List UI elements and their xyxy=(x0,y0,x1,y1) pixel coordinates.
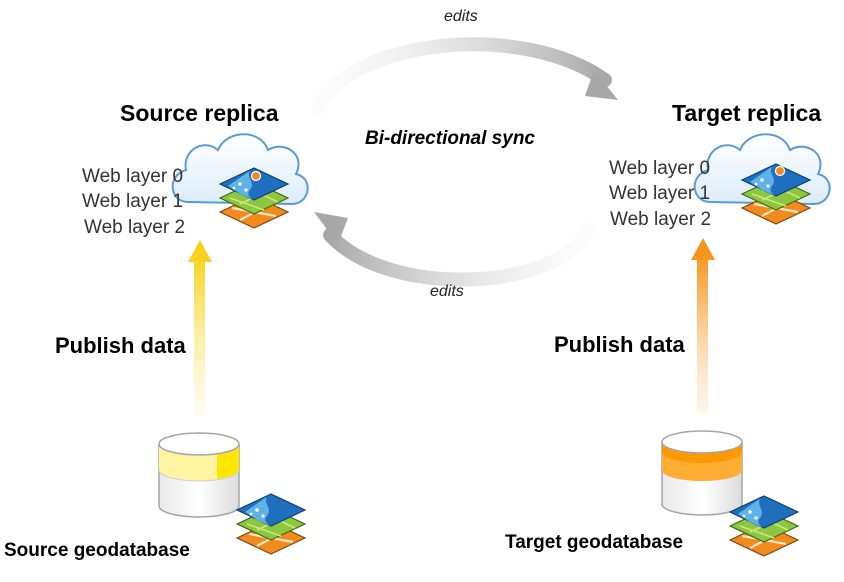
arrowhead-left-icon xyxy=(314,212,348,244)
source-geodatabase-label: Source geodatabase xyxy=(4,540,190,561)
target-map-layer-stack-icon xyxy=(740,162,812,226)
target-database-icon xyxy=(661,430,800,558)
target-replica-title: Target replica xyxy=(672,100,822,126)
source-publish-arrow xyxy=(188,240,212,416)
edits-label-top: edits xyxy=(444,8,478,25)
target-geodatabase-label: Target geodatabase xyxy=(505,532,684,553)
source-cloud-icon xyxy=(171,133,309,230)
source-replica-title: Source replica xyxy=(120,100,279,126)
edits-label-bottom: edits xyxy=(430,283,464,300)
target-layer-2-label: Web layer 2 xyxy=(610,209,712,230)
source-layer-0-label: Web layer 0 xyxy=(82,166,184,187)
target-layer-1-label: Web layer 1 xyxy=(609,183,711,204)
source-publish-label: Publish data xyxy=(55,333,186,358)
target-layer-0-label: Web layer 0 xyxy=(609,158,711,179)
target-publish-arrow xyxy=(691,238,715,414)
target-cloud-icon xyxy=(693,133,831,226)
source-layer-1-label: Web layer 1 xyxy=(82,191,184,212)
target-publish-label: Publish data xyxy=(554,332,685,357)
source-map-layer-stack-icon xyxy=(218,166,290,230)
source-gdb-map-layer-stack-icon xyxy=(235,492,307,556)
bi-directional-sync-label: Bi-directional sync xyxy=(365,128,535,149)
source-layer-2-label: Web layer 2 xyxy=(84,217,186,238)
source-database-icon xyxy=(158,432,307,556)
arrowhead-right-icon xyxy=(585,70,618,100)
